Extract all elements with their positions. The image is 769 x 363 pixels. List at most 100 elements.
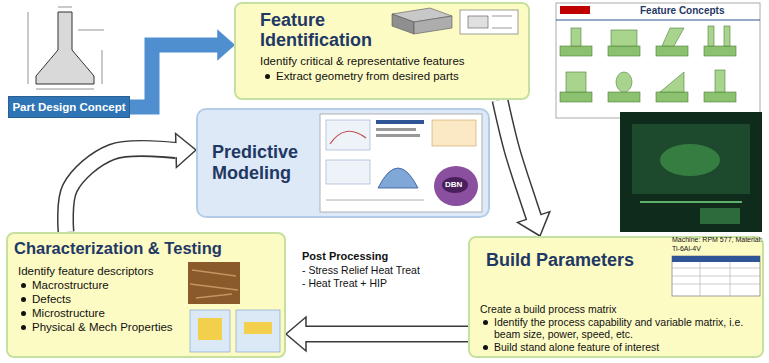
stage-title: Predictive Modeling (212, 142, 322, 184)
concept-boss (616, 72, 632, 92)
screenshot-bar (376, 134, 420, 137)
flow-arrow (130, 31, 234, 107)
label-holder: - Heat Treat + HIP (302, 277, 462, 290)
label-holder: - Stress Relief Heat Treat (302, 264, 462, 277)
slide-rule (556, 20, 760, 21)
photo-ground (620, 112, 762, 232)
concept-base (704, 46, 736, 56)
stage-text: Identify feature descriptors (18, 264, 178, 278)
table-header (672, 256, 760, 262)
network-tag (442, 177, 468, 193)
stage-title: Build Parameters (486, 250, 661, 271)
dimension-line (36, 89, 94, 90)
arrow-outline (130, 45, 218, 107)
arrow-body (500, 100, 535, 220)
table-rule (672, 276, 760, 277)
test-panel (190, 310, 230, 352)
screenshot-panel (326, 160, 370, 184)
screenshot-panel (326, 120, 370, 150)
cycle-arrow (65, 133, 196, 232)
table-frame (672, 256, 760, 296)
screenshot-rule (326, 200, 424, 201)
photo-rail (640, 201, 742, 203)
model-box: Predictive Modeling (196, 108, 490, 218)
bullet-item: Microstructure (32, 306, 184, 320)
characterization-images (188, 262, 280, 352)
stage-text: Create a build process matrix (480, 303, 750, 316)
cycle-arrow (500, 100, 550, 236)
block-top (392, 8, 452, 22)
dimension-line (102, 50, 103, 84)
sketch-thumbnail (460, 10, 518, 34)
arrow-outline (65, 148, 176, 232)
screenshot-panel (432, 120, 476, 146)
machine-note: Machine: RPM 577, Material: Ti-6Al-4V (672, 236, 764, 253)
screenshot-bell (378, 168, 418, 188)
machine-photo (620, 112, 762, 232)
concept-overhang (662, 28, 684, 46)
bullet-item: Extract geometry from desired parts (276, 69, 522, 83)
process-step: - Heat Treat + HIP (302, 277, 462, 290)
concept-wall (715, 70, 725, 92)
slide-logo (560, 6, 590, 14)
concept-wall (724, 26, 730, 46)
network-label: DBN (445, 180, 467, 190)
stage-title: Characterization & Testing (14, 238, 282, 258)
block-front (392, 14, 414, 34)
concept-base (656, 46, 688, 56)
feature-concepts-slide (556, 3, 760, 118)
arrow-body (303, 327, 468, 341)
macro-texture (190, 270, 238, 298)
part-drawing (28, 7, 104, 89)
process-heading: Post Processing (302, 250, 462, 263)
sketch-part (468, 16, 488, 28)
bullet-item: Identify the process capability and vari… (494, 316, 758, 341)
stage-title: Feature Identification (260, 10, 390, 50)
bullet-item: Defects (32, 292, 184, 306)
concept-base (608, 92, 640, 102)
cycle-arrow (286, 317, 468, 351)
box-label: Part Design Concept (9, 100, 129, 114)
bullet-item: Physical & Mech Properties (32, 320, 184, 334)
feature-thumbnail (392, 8, 518, 34)
photo-plate (700, 208, 740, 224)
concept-wall (611, 30, 637, 46)
label-holder: DBN (445, 180, 467, 190)
test-specimen (244, 322, 272, 334)
stage-text: Identify critical & representative featu… (260, 54, 522, 68)
table-rule (700, 262, 701, 296)
concept-box: Part Design Concept (8, 96, 130, 118)
block-side (414, 16, 452, 34)
slide-title: Feature Concepts (640, 5, 752, 17)
process-step: - Stress Relief Heat Treat (302, 264, 462, 277)
concept-base (608, 46, 640, 56)
concept-wall (571, 28, 581, 46)
dimension-line (28, 12, 29, 84)
screenshot-bar (376, 128, 416, 131)
test-specimen (198, 318, 222, 340)
concept-wedge (660, 72, 684, 92)
photo-glow (660, 144, 720, 176)
dimension-line (78, 30, 104, 31)
network-blob (434, 166, 478, 206)
photo-chamber (632, 124, 750, 194)
concept-wall (708, 26, 714, 46)
label-holder: Feature Concepts (640, 5, 752, 17)
test-panel (236, 310, 280, 352)
stage-box: Feature IdentificationIdentify critical … (234, 2, 530, 100)
concept-base (656, 92, 688, 102)
concept-base (560, 92, 592, 102)
label-holder: Machine: RPM 577, Material: Ti-6Al-4V (672, 236, 764, 253)
model-screenshot (320, 114, 482, 212)
bullet-item: Macrostructure (32, 278, 184, 292)
arrow-body (65, 148, 179, 232)
concept-base (704, 92, 736, 102)
table-rule (672, 284, 760, 285)
slide-frame (556, 3, 760, 118)
screenshot-bar (376, 120, 424, 124)
concept-base (560, 46, 592, 56)
parameter-table (672, 256, 760, 296)
screenshot-curve (330, 131, 366, 144)
macro-image (188, 262, 240, 304)
